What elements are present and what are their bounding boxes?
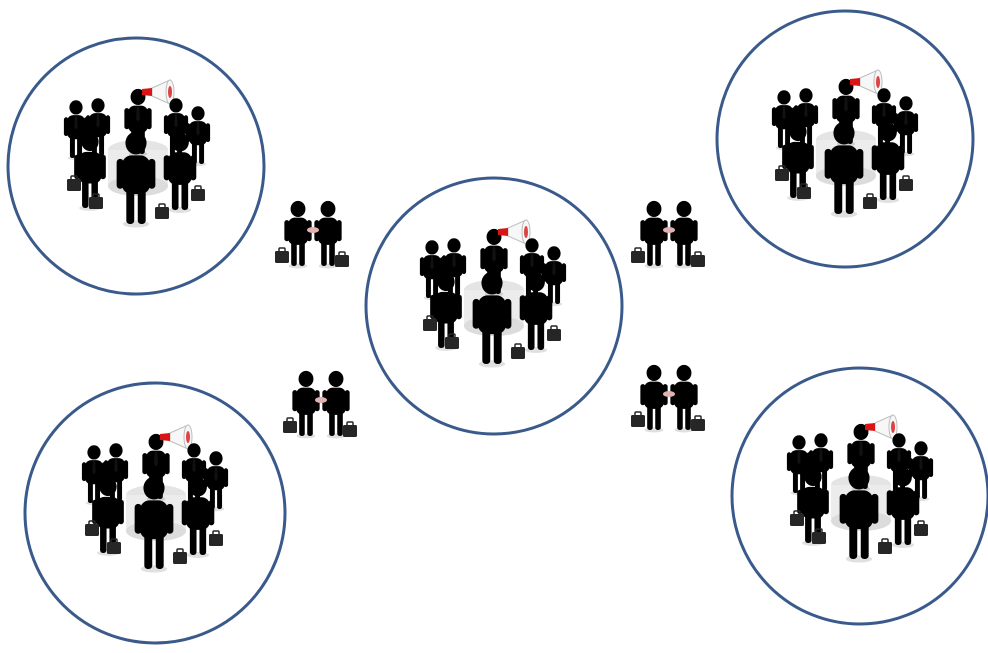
- group-circle-bottom-left: [23, 381, 287, 645]
- handshake-icon-upper-left: [275, 201, 349, 269]
- group-circle-top-left: [6, 36, 266, 296]
- handshake-icon-lower-left: [283, 371, 357, 439]
- handshake-icon-upper-right: [631, 201, 705, 269]
- group-circle-center: [364, 176, 624, 436]
- group-circle-top-right: [715, 9, 975, 269]
- handshake-icon-lower-right: [631, 365, 705, 433]
- group-circle-bottom-right: [730, 366, 988, 626]
